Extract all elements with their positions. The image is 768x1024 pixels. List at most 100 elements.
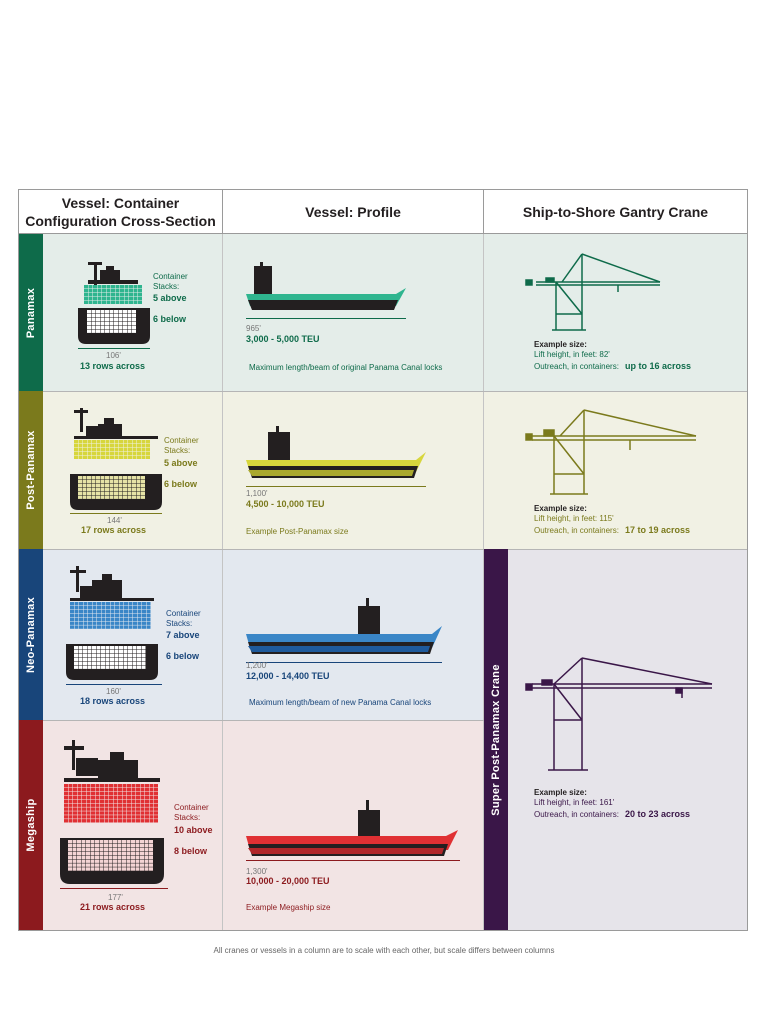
container-cell xyxy=(91,791,95,796)
panamax-rows-across: 13 rows across xyxy=(80,361,146,371)
container-cell xyxy=(146,613,151,618)
container-cell xyxy=(135,847,140,852)
container-cell xyxy=(95,811,100,815)
container-cell xyxy=(122,859,126,863)
container-cell xyxy=(132,325,136,329)
container-cell xyxy=(114,325,118,329)
megaship-stacks-label: Container Stacks: xyxy=(174,803,209,822)
container-cell xyxy=(119,602,124,606)
container-cell xyxy=(140,867,144,871)
neo-panamax-rows-across: 18 rows across xyxy=(80,696,146,706)
container-cell xyxy=(106,617,110,621)
container-cell xyxy=(137,646,141,650)
container-cell xyxy=(96,657,101,662)
container-cell xyxy=(73,803,77,807)
container-cell xyxy=(100,799,104,803)
container-cell xyxy=(140,819,145,823)
container-cell xyxy=(83,661,87,665)
neo-panamax-note: Maximum length/beam of new Panama Canal … xyxy=(249,698,432,707)
container-cell xyxy=(137,621,142,625)
container-cell xyxy=(120,288,124,293)
container-cell xyxy=(122,815,127,819)
container-cell xyxy=(137,440,141,444)
container-cell xyxy=(111,285,115,289)
container-cell xyxy=(120,296,124,301)
container-cell xyxy=(114,653,119,658)
neo-panamax-below: 6 below xyxy=(166,651,200,661)
container-cell xyxy=(86,840,90,844)
container-cell xyxy=(77,843,81,848)
container-cell xyxy=(83,602,88,606)
container-cell xyxy=(97,621,101,625)
container-cell xyxy=(79,609,83,614)
container-cell xyxy=(99,843,104,848)
super-post-panamax-crane xyxy=(525,657,713,771)
container-cell xyxy=(101,455,105,459)
container-cell xyxy=(96,325,100,329)
container-cell xyxy=(149,851,153,856)
container-cell xyxy=(96,451,101,456)
container-cell xyxy=(102,296,106,301)
container-cell xyxy=(87,317,91,322)
container-cell xyxy=(118,784,122,788)
container-cell xyxy=(101,605,106,610)
container-cell xyxy=(131,863,135,867)
container-cell xyxy=(141,447,146,452)
container-cell xyxy=(124,300,129,304)
container-cell xyxy=(87,479,91,484)
container-cell xyxy=(149,799,154,803)
container-cell xyxy=(127,784,131,788)
container-cell xyxy=(109,487,114,492)
container-cell xyxy=(137,443,141,448)
container-cell xyxy=(123,665,128,669)
container-cell xyxy=(122,795,127,800)
container-cell xyxy=(100,811,104,815)
container-cell xyxy=(109,329,114,333)
container-cell xyxy=(113,795,118,800)
container-cell xyxy=(109,313,114,318)
container-cell xyxy=(105,329,109,333)
panamax-stacks-label: Container Stacks: xyxy=(153,272,188,291)
container-cell xyxy=(74,625,79,629)
container-cell xyxy=(104,843,108,848)
container-cell xyxy=(128,455,132,459)
container-cell xyxy=(132,321,136,326)
container-cell xyxy=(110,451,114,456)
container-cell xyxy=(88,625,92,629)
container-cell xyxy=(126,840,131,844)
container-cell xyxy=(127,803,131,807)
container-cell xyxy=(109,483,114,488)
container-cell xyxy=(132,665,137,669)
header-crane-label: Ship-to-Shore Gantry Crane xyxy=(522,203,709,220)
container-cell xyxy=(100,487,105,492)
container-cell xyxy=(136,811,140,815)
container-cell xyxy=(88,285,93,289)
container-cell xyxy=(126,859,131,863)
container-cell xyxy=(119,609,124,614)
container-cell xyxy=(119,451,123,456)
post-panamax-crane-lift: Lift height, in feet: 115' xyxy=(534,514,614,523)
container-cell xyxy=(113,803,118,807)
container-cell xyxy=(133,621,137,625)
band-megaship: Megaship xyxy=(19,720,43,930)
container-cell xyxy=(96,487,100,492)
container-cell xyxy=(68,863,72,867)
container-cell xyxy=(131,840,135,844)
panamax-below: 6 below xyxy=(153,314,187,324)
container-cell xyxy=(70,617,74,621)
container-cell xyxy=(127,819,131,823)
container-cell xyxy=(136,495,141,499)
container-cell xyxy=(128,447,132,452)
container-cell xyxy=(109,310,114,314)
container-cell xyxy=(123,313,127,318)
column-divider xyxy=(222,234,223,930)
container-cell xyxy=(123,451,128,456)
container-cell xyxy=(141,661,146,665)
container-cell xyxy=(124,602,128,606)
container-cell xyxy=(137,451,141,456)
container-cell xyxy=(74,609,79,614)
container-cell xyxy=(127,479,132,484)
container-cell xyxy=(104,795,109,800)
container-cell xyxy=(118,815,122,819)
container-cell xyxy=(123,455,128,459)
